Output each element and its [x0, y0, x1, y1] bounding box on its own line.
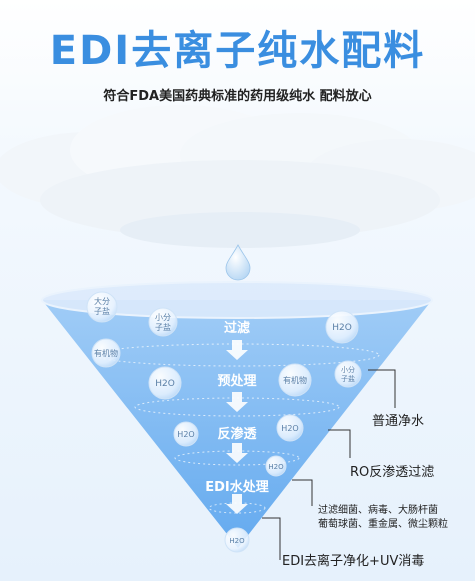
molecule-bubbles: 大分 子盐 小分 子盐 H2O 有机物 H2O 有机物 小分 子盐 H2O H2… [86, 291, 362, 553]
page-subtitle: 符合FDA美国药典标准的药用级纯水 配料放心 [103, 89, 372, 104]
bubble-label: 有机物 [283, 375, 307, 385]
bubble-label: H2O [229, 537, 245, 545]
stage-label-edi: EDI水处理 [205, 479, 269, 495]
bubble-label: H2O [332, 323, 352, 333]
callout-ro-filtration: RO反渗透过滤 [350, 465, 434, 480]
water-drop-icon [225, 244, 251, 281]
flow-arrows [226, 340, 248, 514]
bubble-label: 子盐 [155, 322, 171, 332]
stage-label-filter: 过滤 [224, 320, 250, 336]
bubble-label: 小分 [341, 365, 355, 374]
cloud-graphic [0, 105, 475, 248]
page-title: EDI去离子纯水配料 [49, 28, 426, 74]
bubble-label: H2O [155, 379, 175, 389]
stage-label-pretreatment: 预处理 [217, 373, 256, 389]
bubble-label: H2O [177, 430, 194, 439]
callout-filter-detail-2: 葡萄球菌、重金属、微尘颗粒 [318, 517, 448, 530]
callout-lines [262, 369, 396, 560]
callout-regular-purified-water: 普通净水 [372, 414, 424, 429]
bubble-label: 子盐 [94, 306, 110, 316]
bubble-label: 有机物 [94, 348, 118, 358]
bubble-label: H2O [268, 463, 284, 471]
stage-label-reverse-osmosis: 反渗透 [217, 426, 256, 442]
bubble-label: 子盐 [341, 374, 355, 383]
bubble-label: 大分 [94, 296, 110, 306]
callout-edi-uv: EDI去离子净化+UV消毒 [282, 553, 424, 569]
bubble-label: 小分 [155, 313, 171, 322]
funnel-cone [42, 300, 432, 548]
bubble-label: H2O [281, 424, 298, 433]
callout-filter-detail-1: 过滤细菌、病毒、大肠杆菌 [318, 503, 438, 516]
